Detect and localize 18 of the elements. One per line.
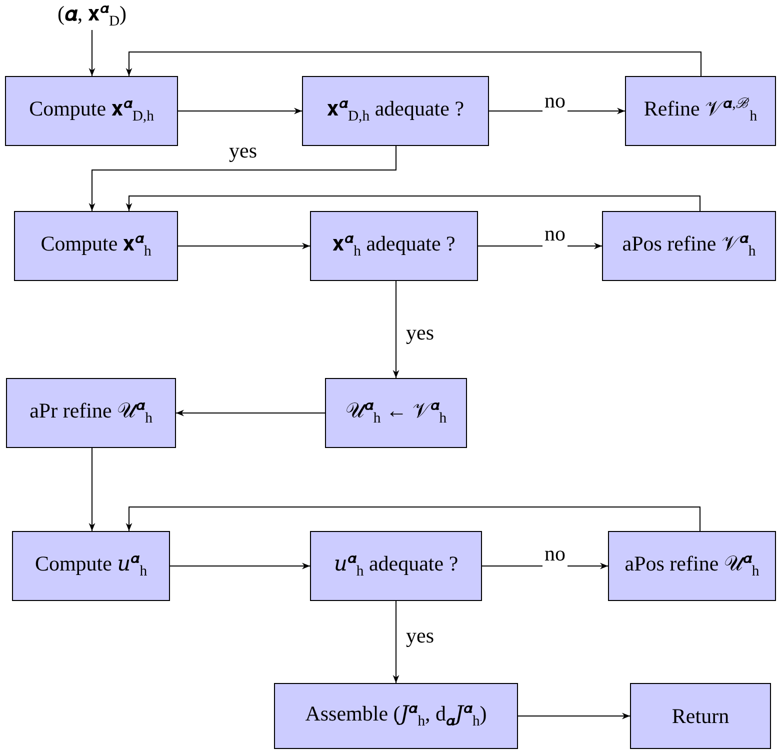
arrow [88,448,96,532]
arrow [178,242,310,250]
process-box: 𝑢$^{𝜶}$$_{h}$ adequate ? [310,531,482,601]
arrow [176,410,326,416]
process-box: Return [630,683,771,749]
arrow [126,52,702,76]
process-box: 𝐱$^{𝜶}$$_{D,h}$ adequate ? [302,76,489,146]
arrow [392,280,400,378]
arrow [88,146,396,212]
arrow [88,30,96,76]
input-label: (𝜶, 𝐱$^{𝜶}$$_{D}$) [50,2,134,30]
process-box: 𝐱$^{𝜶}$$_{h}$ adequate ? [310,211,478,281]
arrow [518,712,630,720]
arrow [126,506,700,532]
arrow [392,600,400,684]
arrow [178,108,302,114]
arrow [126,196,700,212]
arrow [170,562,310,570]
